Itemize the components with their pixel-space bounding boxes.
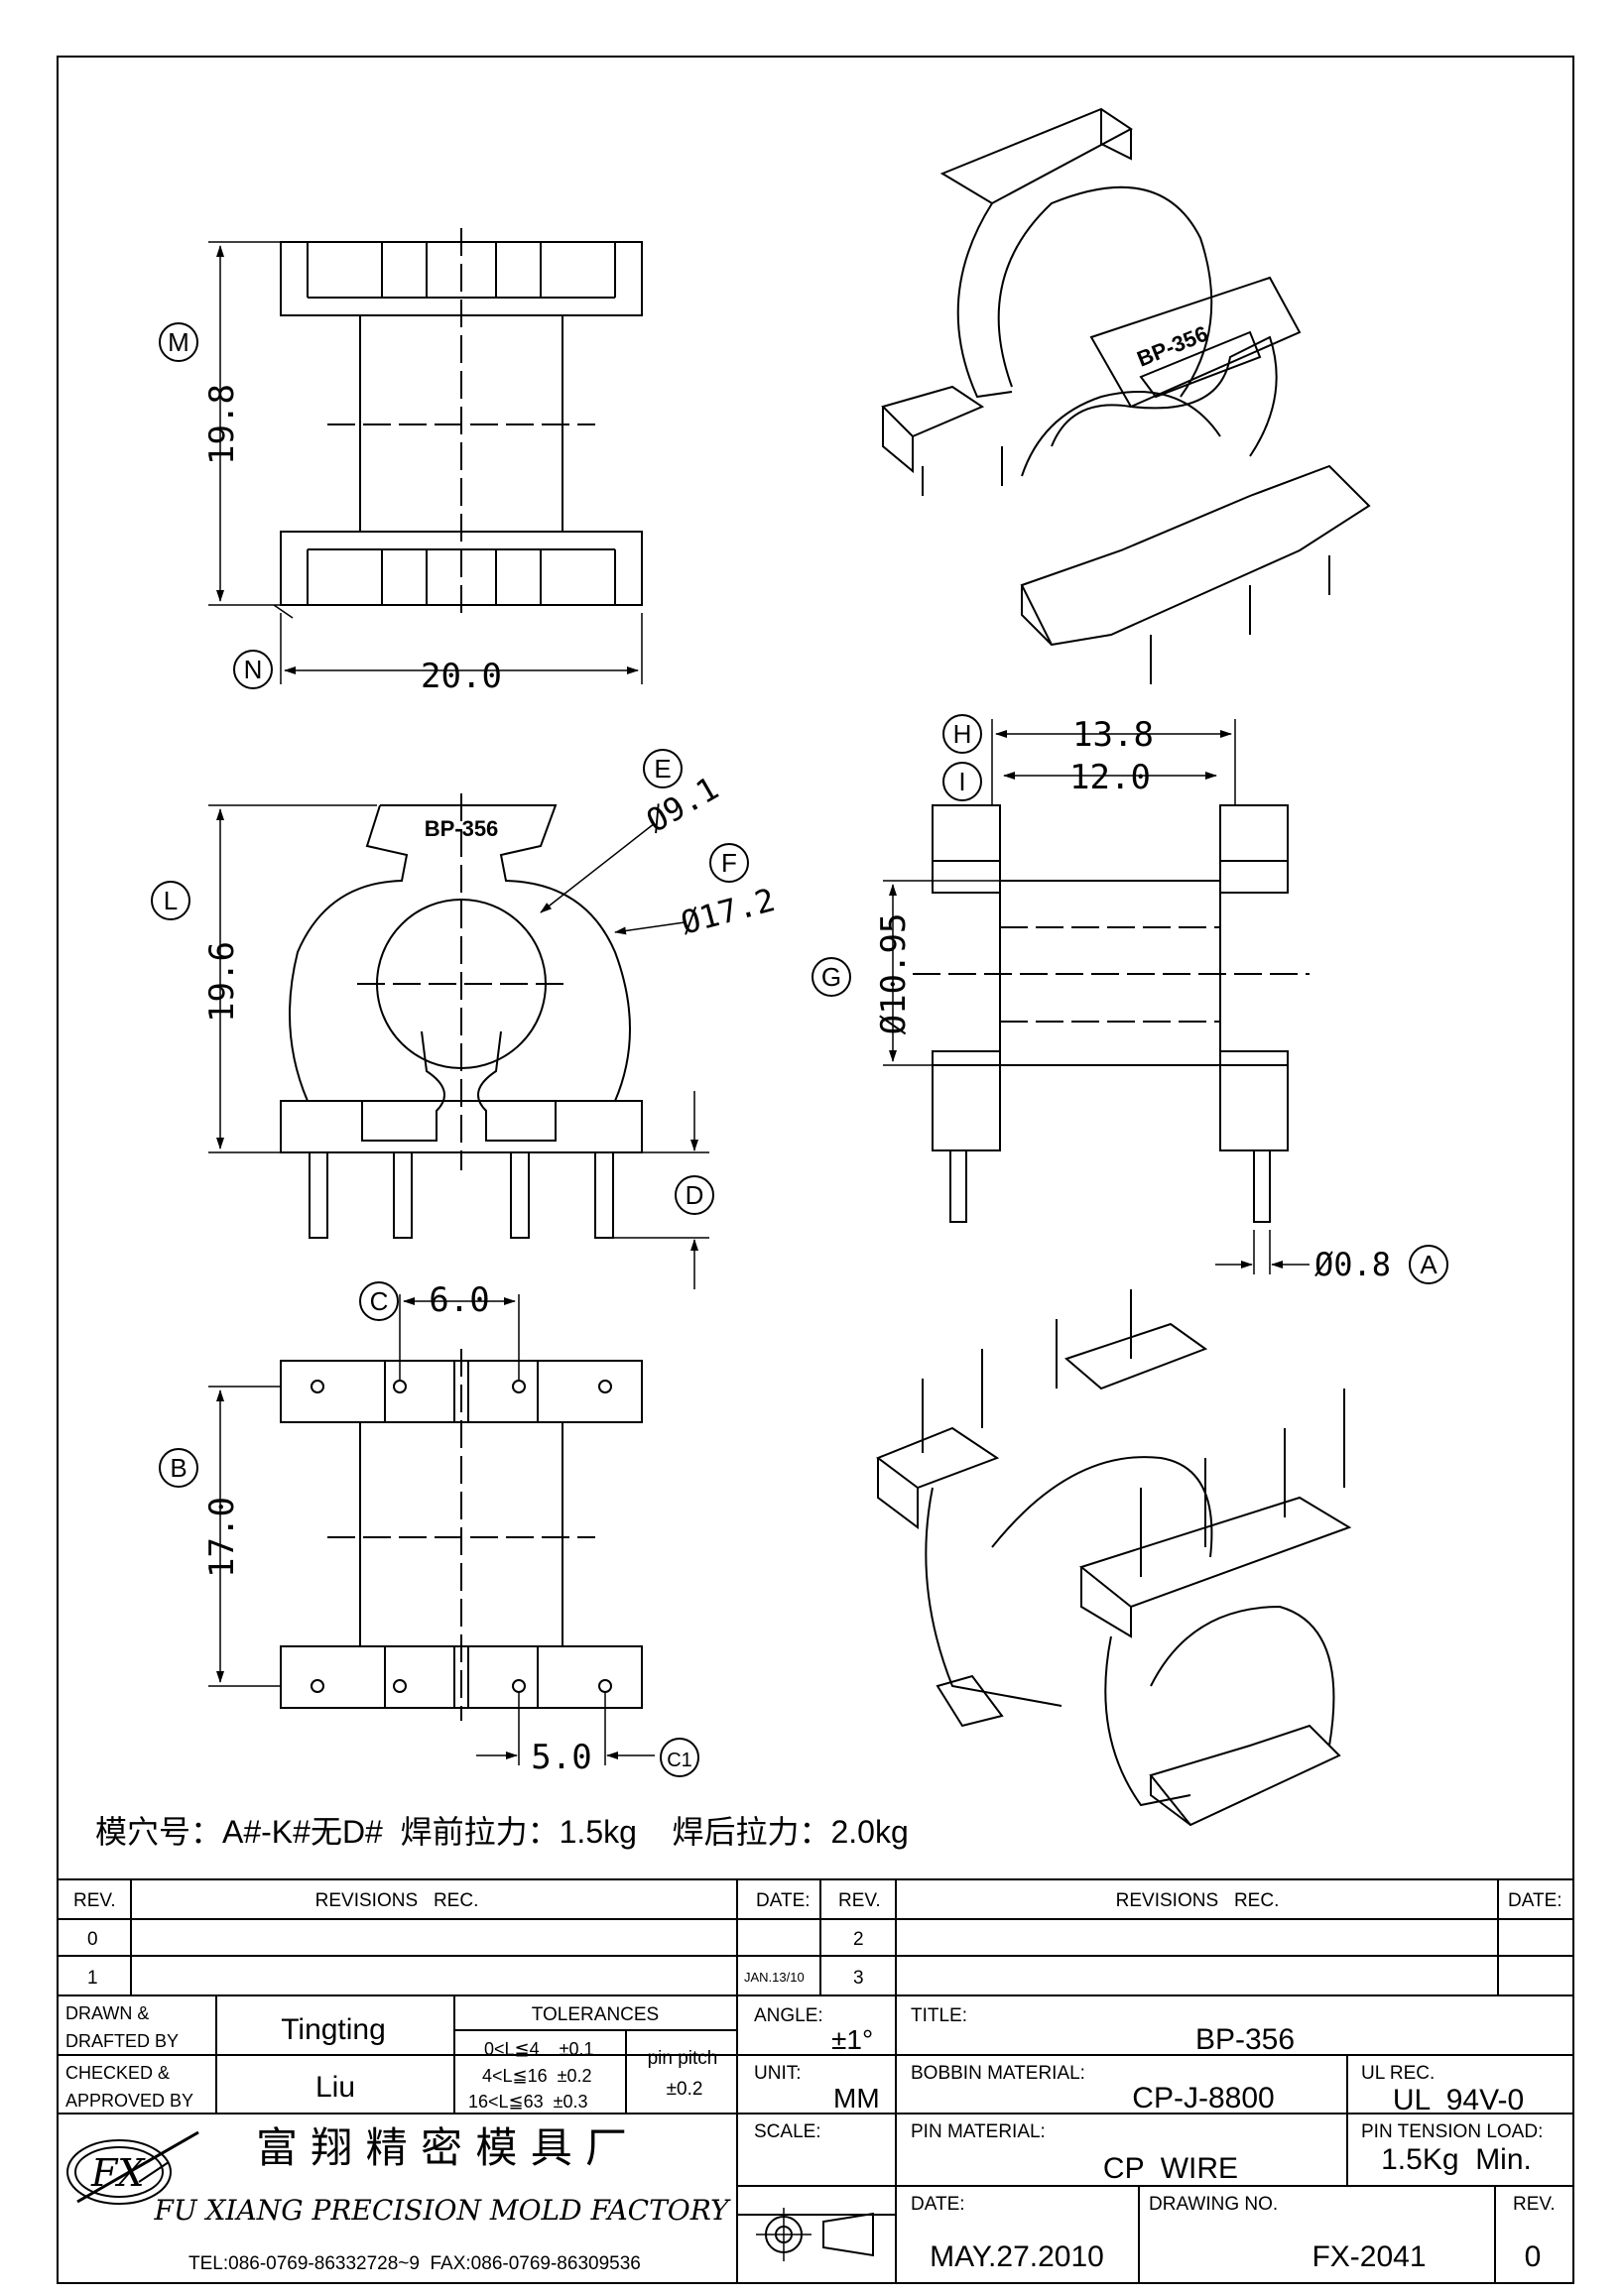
isometric-view-bottom [875,1289,1352,1827]
pin-material-label: PIN MATERIAL: [911,2121,1046,2142]
ref-bubble-label-g: G [821,962,841,992]
company-name-en: FU XIANG PRECISION MOLD FACTORY [154,2194,731,2227]
ref-bubble-label-c: C [370,1286,389,1316]
dim-front-height: 19.8 [202,384,242,465]
checked-label-2: APPROVED BY [65,2091,193,2111]
unit-value: MM [833,2083,880,2114]
ref-bubble-b [159,1448,198,1488]
drawn-value: Tingting [281,2013,386,2046]
title-block [57,1878,1574,2284]
drawing-no-label: DRAWING NO. [1149,2194,1278,2215]
date-value: MAY.27.2010 [930,2240,1104,2273]
isometric-view-top [881,107,1371,684]
pin-pitch-value: ±0.2 [667,2079,703,2100]
ref-bubble-label-a: A [1420,1250,1437,1279]
company-name-cn: 富 翔 精 密 模 具 厂 [256,2123,627,2172]
company-contact: TEL:086-0769-86332728~9 FAX:086-0769-863… [188,2253,641,2274]
rev-row-0-col2: 2 [853,1929,864,1950]
drawn-label-1: DRAWN & [65,2003,149,2023]
rev-value: 0 [1525,2240,1542,2273]
ref-bubble-label-l: L [164,886,178,915]
angle-value: ±1° [831,2024,873,2055]
rev-row-1-date: JAN.13/10 [744,1970,805,1985]
dim-front-width: 20.0 [421,657,502,696]
ref-bubble-d [675,1175,714,1215]
front-view [208,228,643,684]
tension-label: PIN TENSION LOAD: [1361,2121,1543,2142]
sheet-border [57,56,1574,2284]
drawing-no-value: FX-2041 [1312,2240,1426,2273]
ref-bubble-i [942,762,982,801]
ref-bubble-label-n: N [244,655,263,684]
tolerances-label: TOLERANCES [532,2004,659,2025]
molding-note: 模穴号：A#-K#无D# 焊前拉力：1.5kg 焊后拉力：2.0kg [95,1814,909,1850]
tension-value: 1.5Kg Min. [1381,2143,1532,2176]
ref-bubble-label-h: H [953,719,972,749]
rev-row-1: 1 [87,1968,98,1989]
title-value: BP-356 [1195,2023,1295,2056]
ref-bubble-e [643,749,683,788]
dim-core-dia: Ø10.95 [874,913,914,1035]
bobbin-label: BOBBIN MATERIAL: [911,2063,1085,2084]
dim-dia-outer: Ø17.2 [677,881,779,942]
pin-pitch-label: pin pitch [648,2048,718,2069]
rev-header-2: REV. [838,1890,881,1911]
dim-top-inner: 12.0 [1069,758,1151,797]
drawn-label-2: DRAFTED BY [65,2031,179,2051]
unit-label: UNIT: [754,2063,802,2084]
date-header-2: DATE: [1508,1890,1562,1911]
ref-bubble-n [233,650,273,689]
ref-bubble-f [709,843,749,883]
ref-bubble-label-b: B [170,1453,187,1483]
tol-row-3: 16<L≦63 ±0.3 [468,2092,588,2112]
title-label: TITLE: [911,2005,967,2026]
ref-bubble-label-d: D [686,1180,704,1210]
rev-row-0: 0 [87,1929,98,1950]
company-logo [66,2130,199,2205]
revisions-header-2: REVISIONS REC. [1116,1890,1280,1911]
logo-text: FX [90,2151,146,2195]
dim-pitch-bottom: 5.0 [531,1738,591,1777]
pin-material-value: CP WIRE [1103,2152,1238,2185]
ref-bubble-label-m: M [168,327,189,357]
date-label: DATE: [911,2194,965,2215]
side-view [208,793,709,1289]
revisions-header: REVISIONS REC. [315,1890,479,1911]
dim-top-length: 13.8 [1072,715,1154,755]
ref-bubble-label-e: E [654,754,671,784]
projection-symbol-icon [756,2208,874,2261]
scale-label: SCALE: [754,2121,821,2142]
ul-value: UL 94V-0 [1393,2084,1524,2116]
dim-side-height: 19.6 [202,941,242,1023]
ref-bubble-label-i: I [958,767,965,796]
top-view [883,719,1310,1274]
ref-bubble-m [159,322,198,362]
rev-row-1-col2: 3 [853,1968,864,1989]
date-header: DATE: [756,1890,811,1911]
rev-label: REV. [1513,2194,1556,2215]
bottom-view [208,1294,655,1765]
dim-bottom-height: 17.0 [202,1497,242,1578]
dim-pin-dia: Ø0.8 [1314,1246,1391,1283]
ref-bubble-c1 [660,1738,699,1777]
bobbin-value: CP-J-8800 [1132,2082,1274,2115]
tol-row-2: 4<L≦16 ±0.2 [482,2066,592,2086]
ref-bubble-c [359,1281,399,1321]
ref-bubble-label-c1: C1 [667,1750,692,1771]
ref-bubble-h [942,714,982,754]
rev-header: REV. [73,1890,116,1911]
checked-value: Liu [315,2071,355,2104]
tol-row-1: 0<L≦4 ±0.1 [484,2039,594,2059]
ref-bubble-a [1409,1245,1448,1284]
ref-bubble-l [151,881,190,920]
ul-label: UL REC. [1361,2063,1435,2084]
angle-label: ANGLE: [754,2005,823,2026]
ref-bubble-label-f: F [721,848,737,878]
checked-label-1: CHECKED & [65,2063,170,2083]
dim-pitch-top: 6.0 [429,1280,489,1320]
part-marking-side: BP-356 [425,816,499,841]
ref-bubble-g [812,957,851,997]
